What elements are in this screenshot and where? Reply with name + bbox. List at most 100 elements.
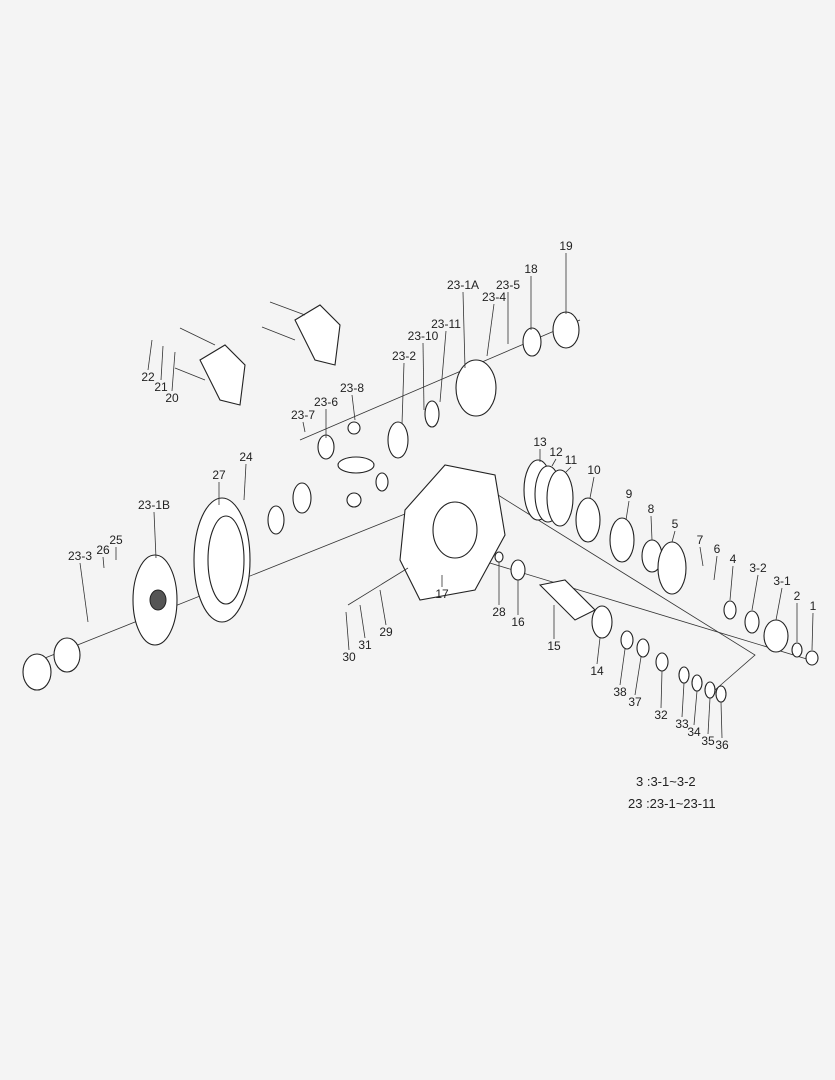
leader-line: [243, 463, 247, 501]
part-label-22: 22: [141, 370, 155, 384]
leader-line: [596, 637, 601, 665]
bearing-right: [552, 311, 580, 349]
leader-line: [589, 476, 595, 499]
leader-line: [713, 555, 718, 581]
part-label-28: 28: [492, 605, 506, 619]
part-label-37: 37: [628, 695, 642, 709]
bearing-outer-left: [22, 653, 52, 691]
part-label-7: 7: [697, 533, 704, 547]
side-gear-right: [387, 421, 409, 459]
part-labels: 191823-523-423-1A23-1123-1023-223-823-62…: [68, 239, 817, 752]
part-label-29: 29: [379, 625, 393, 639]
leader-line: [729, 565, 734, 601]
leader-line: [619, 648, 626, 686]
part-label-23-1A: 23-1A: [447, 278, 479, 292]
leader-line: [707, 697, 711, 735]
part-label-24: 24: [239, 450, 253, 464]
leader-line: [379, 589, 387, 626]
part-label-23-3: 23-3: [68, 549, 92, 563]
leader-line: [693, 690, 698, 726]
leader-line: [351, 394, 356, 421]
part-label-26: 26: [96, 543, 110, 557]
part-label-33: 33: [675, 717, 689, 731]
leader-line: [565, 466, 572, 473]
bearing-cap-left: [199, 344, 246, 406]
bearing-cap-right: [294, 304, 341, 366]
leader-line: [625, 500, 630, 521]
leader-line: [551, 458, 557, 467]
part-label-21: 21: [154, 380, 168, 394]
part-label-8: 8: [648, 502, 655, 516]
part-label-15: 15: [547, 639, 561, 653]
leader-line: [160, 345, 164, 381]
leader-line: [720, 701, 723, 739]
part-label-6: 6: [714, 542, 721, 556]
leader-line: [345, 611, 350, 651]
spider: [337, 456, 375, 474]
bracket-line: [489, 489, 756, 691]
leader-line: [302, 421, 306, 433]
drive-pinion: [538, 579, 596, 621]
leader-line: [153, 511, 157, 559]
leader-line: [401, 362, 405, 425]
part-label-9: 9: [626, 487, 633, 501]
part-label-10: 10: [587, 463, 601, 477]
diff-case-right-half: [455, 359, 497, 417]
pinion-axis: [479, 559, 811, 661]
part-label-3-2: 3-2: [749, 561, 767, 575]
note-23: 23 :23-1~23-11: [628, 796, 716, 811]
leader-line: [681, 682, 685, 718]
part-label-35: 35: [701, 734, 715, 748]
leader-line: [486, 303, 495, 357]
leader-line: [147, 339, 153, 371]
part-label-17: 17: [435, 587, 449, 601]
part-label-1: 1: [810, 599, 817, 613]
part-label-13: 13: [533, 435, 547, 449]
part-label-23-8: 23-8: [340, 381, 364, 395]
part-label-12: 12: [549, 445, 563, 459]
leader-line: [79, 562, 89, 623]
part-label-2: 2: [794, 589, 801, 603]
leader-line: [359, 604, 366, 639]
thrust-washer: [267, 505, 285, 535]
part-label-25: 25: [109, 533, 123, 547]
leader-line: [634, 656, 642, 696]
part-label-20: 20: [165, 391, 179, 405]
part-label-38: 38: [613, 685, 627, 699]
leader-line: [671, 530, 676, 543]
leader-line: [751, 574, 759, 611]
part-label-23-10: 23-10: [408, 329, 439, 343]
part-label-4: 4: [730, 552, 737, 566]
part-label-23-11: 23-11: [431, 317, 461, 331]
part-label-3-1: 3-1: [773, 574, 791, 588]
side-gear-left: [292, 482, 312, 514]
part-label-11: 11: [565, 453, 578, 467]
part-label-30: 30: [342, 650, 356, 664]
part-label-23-4: 23-4: [482, 290, 506, 304]
leader-line: [775, 587, 783, 621]
leader-line: [699, 546, 704, 567]
leader-line: [650, 515, 653, 541]
part-label-27: 27: [212, 468, 226, 482]
leader-line: [811, 612, 814, 651]
part-label-23-5: 23-5: [496, 278, 520, 292]
leader-line: [462, 291, 466, 369]
part-label-18: 18: [524, 262, 538, 276]
part-label-23-2: 23-2: [392, 349, 416, 363]
part-label-34: 34: [687, 725, 701, 739]
part-label-14: 14: [590, 664, 604, 678]
part-label-23-7: 23-7: [291, 408, 315, 422]
part-label-36: 36: [715, 738, 729, 752]
bearing-left: [53, 637, 81, 673]
part-label-32: 32: [654, 708, 668, 722]
leader-line: [102, 556, 105, 569]
leader-line: [171, 351, 176, 392]
part-label-31: 31: [358, 638, 372, 652]
parts-drawing: [22, 301, 819, 703]
leader-line: [439, 330, 447, 403]
note-3: 3 :3-1~3-2: [636, 774, 696, 789]
part-label-16: 16: [511, 615, 525, 629]
part-label-23-6: 23-6: [314, 395, 338, 409]
